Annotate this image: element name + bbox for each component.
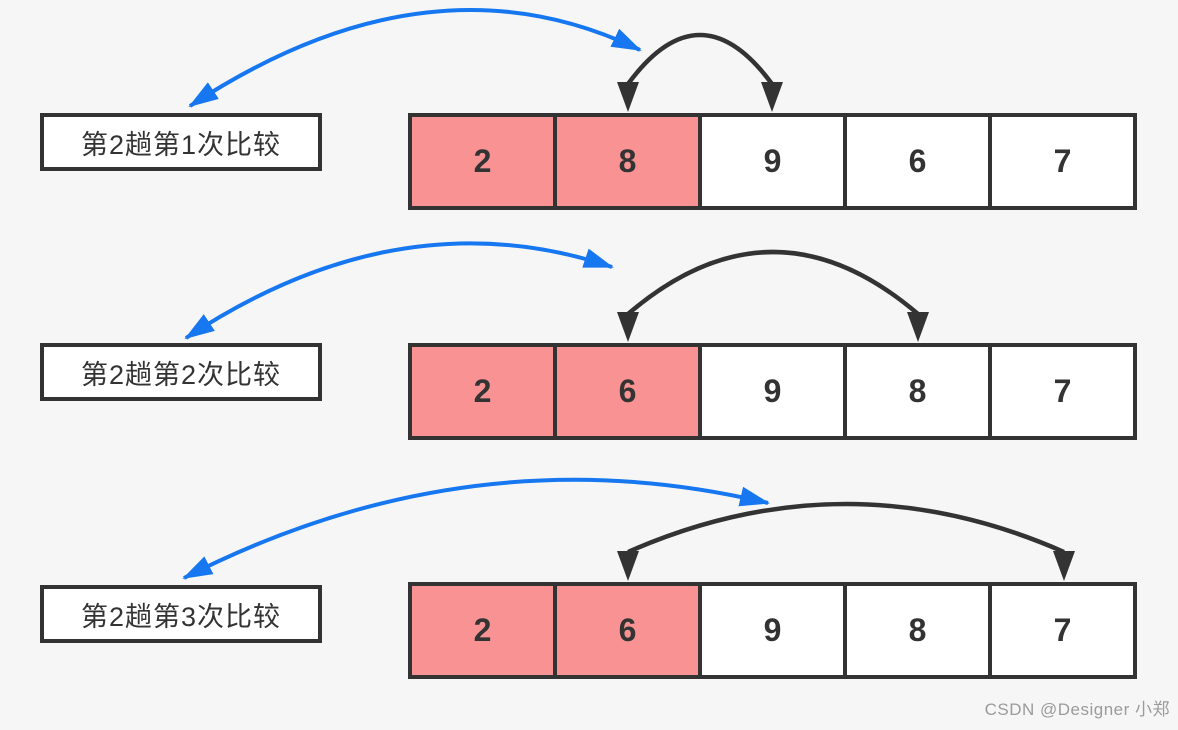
comparison-row-1: 第2趟第1次比较 2 8 9 6 7 <box>0 113 1178 213</box>
label-link-arrow-row-2 <box>184 241 614 340</box>
arrowhead-down-icon <box>1053 551 1075 581</box>
array-cell: 6 <box>553 343 702 440</box>
array-cell: 8 <box>843 582 992 679</box>
arrowhead-down-icon <box>907 312 929 342</box>
array-cell: 7 <box>988 113 1137 210</box>
array-cell: 9 <box>698 582 847 679</box>
array-row-1: 2 8 9 6 7 <box>408 113 1137 210</box>
step-label-box-3: 第2趟第3次比较 <box>40 585 322 643</box>
comparison-arc-row-3 <box>617 501 1075 581</box>
step-label-text-1: 第2趟第1次比较 <box>80 129 282 160</box>
watermark: CSDN @Designer 小郑 <box>984 700 1170 719</box>
arrowhead-down-icon <box>761 82 783 112</box>
array-row-2: 2 6 9 8 7 <box>408 343 1137 440</box>
arrowhead-down-icon <box>617 82 639 112</box>
comparison-arc-row-2 <box>617 249 929 342</box>
array-cell: 7 <box>988 582 1137 679</box>
step-label-box-2: 第2趟第2次比较 <box>40 343 322 401</box>
array-cell: 2 <box>408 582 557 679</box>
arrowhead-down-icon <box>617 312 639 342</box>
step-label-text-3: 第2趟第3次比较 <box>80 601 282 632</box>
array-cell: 7 <box>988 343 1137 440</box>
array-cell: 8 <box>843 343 992 440</box>
label-link-arrow-row-3 <box>182 477 770 580</box>
array-cell: 9 <box>698 113 847 210</box>
label-link-arrow-row-1 <box>188 7 642 108</box>
array-cell: 6 <box>843 113 992 210</box>
comparison-row-3: 第2趟第3次比较 2 6 9 8 7 <box>0 582 1178 682</box>
comparison-row-2: 第2趟第2次比较 2 6 9 8 7 <box>0 343 1178 443</box>
array-cell: 2 <box>408 343 557 440</box>
array-cell: 8 <box>553 113 702 210</box>
step-label-text-2: 第2趟第2次比较 <box>80 359 282 390</box>
arrowhead-down-icon <box>617 551 639 581</box>
array-row-3: 2 6 9 8 7 <box>408 582 1137 679</box>
array-cell: 9 <box>698 343 847 440</box>
array-cell: 2 <box>408 113 557 210</box>
array-cell: 6 <box>553 582 702 679</box>
step-label-box-1: 第2趟第1次比较 <box>40 113 322 171</box>
comparison-arc-row-1 <box>617 32 783 112</box>
